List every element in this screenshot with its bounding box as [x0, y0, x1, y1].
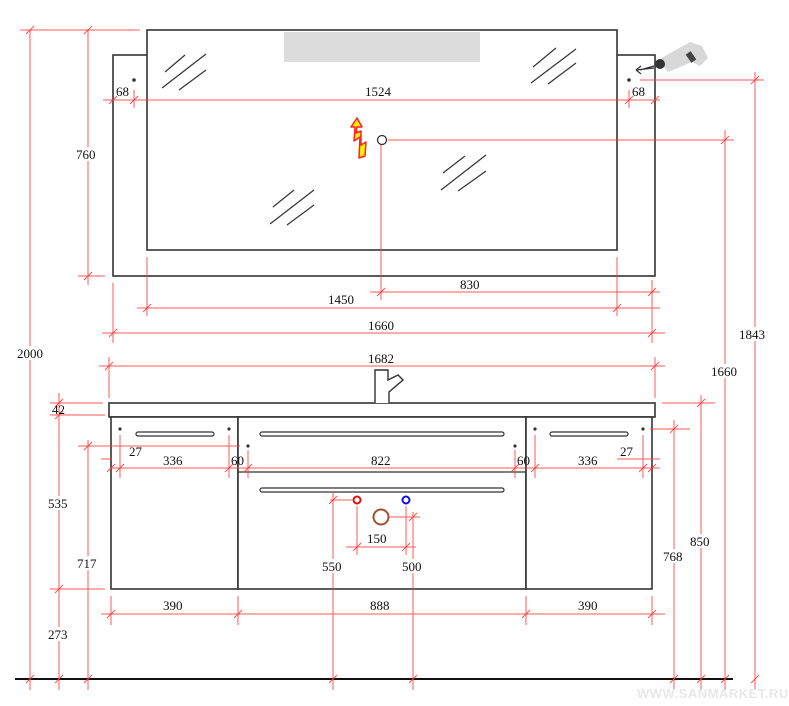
label-535: 535	[48, 496, 68, 511]
label-center-hole-spacing: 822	[371, 453, 391, 468]
label-mirror-inner-width: 1450	[328, 292, 354, 307]
label-total-height: 2000	[17, 346, 43, 361]
label-mirror-height: 760	[76, 147, 96, 162]
handle-left	[135, 431, 215, 437]
label-edge-right: 68	[632, 84, 645, 99]
label-mount-height: 717	[77, 556, 97, 571]
drill-icon	[635, 42, 708, 75]
left-cabinet	[110, 416, 239, 590]
label-right-gap: 60	[517, 453, 530, 468]
label-pipe-spacing: 150	[367, 531, 387, 546]
label-left-gap: 60	[231, 453, 244, 468]
watermark: WWW.SANMARKET.RU	[637, 686, 789, 701]
label-edge-left: 68	[116, 84, 129, 99]
hot-water-pipe-icon	[352, 495, 362, 505]
mirror-cabinet	[112, 29, 656, 277]
label-right-edge: 27	[620, 444, 634, 459]
dimension-labels: 2000 760 68 1524 68 830 1450 1660 1682 1…	[17, 84, 770, 642]
label-center-module: 888	[370, 598, 390, 613]
center-cabinet	[237, 416, 527, 590]
handle-top-drawer	[259, 431, 505, 437]
label-850: 850	[690, 534, 710, 549]
label-hot-pipe-height: 550	[322, 559, 342, 574]
label-countertop-thickness: 42	[52, 402, 65, 417]
label-left-edge: 27	[129, 444, 143, 459]
label-left-hole-spacing: 336	[163, 453, 183, 468]
label-mirror-hole-spacing: 1524	[365, 84, 392, 99]
mirror-light-panel	[284, 32, 480, 62]
countertop	[108, 402, 656, 418]
vanity-unit	[108, 402, 656, 590]
mount-holes-vanity	[118, 427, 645, 448]
label-mirror-outer-width: 1660	[368, 318, 394, 333]
label-mirror-top-height: 1660	[711, 364, 737, 379]
electrical-outlet	[376, 134, 388, 146]
label-left-module: 390	[163, 598, 183, 613]
right-cabinet	[525, 416, 653, 590]
dimension-ticks	[25, 25, 760, 684]
label-right-hole-spacing: 336	[578, 453, 598, 468]
label-right-module: 390	[578, 598, 598, 613]
label-countertop-width: 1682	[368, 351, 394, 366]
handle-right	[549, 431, 629, 437]
drain-icon	[372, 508, 390, 526]
mount-hole-right	[627, 78, 631, 82]
label-floor-gap: 273	[48, 627, 68, 642]
glass-reflection-marks	[161, 47, 577, 226]
mount-hole-left	[132, 78, 136, 82]
cold-water-pipe-icon	[401, 495, 411, 505]
label-768: 768	[663, 549, 683, 564]
lightning-bolt-icon	[350, 117, 367, 159]
label-outlet-height: 1843	[739, 327, 765, 342]
faucet-icon	[374, 369, 405, 403]
label-outlet-offset: 830	[460, 277, 480, 292]
label-drain-height: 500	[402, 559, 422, 574]
handle-bottom-drawer	[259, 487, 505, 493]
